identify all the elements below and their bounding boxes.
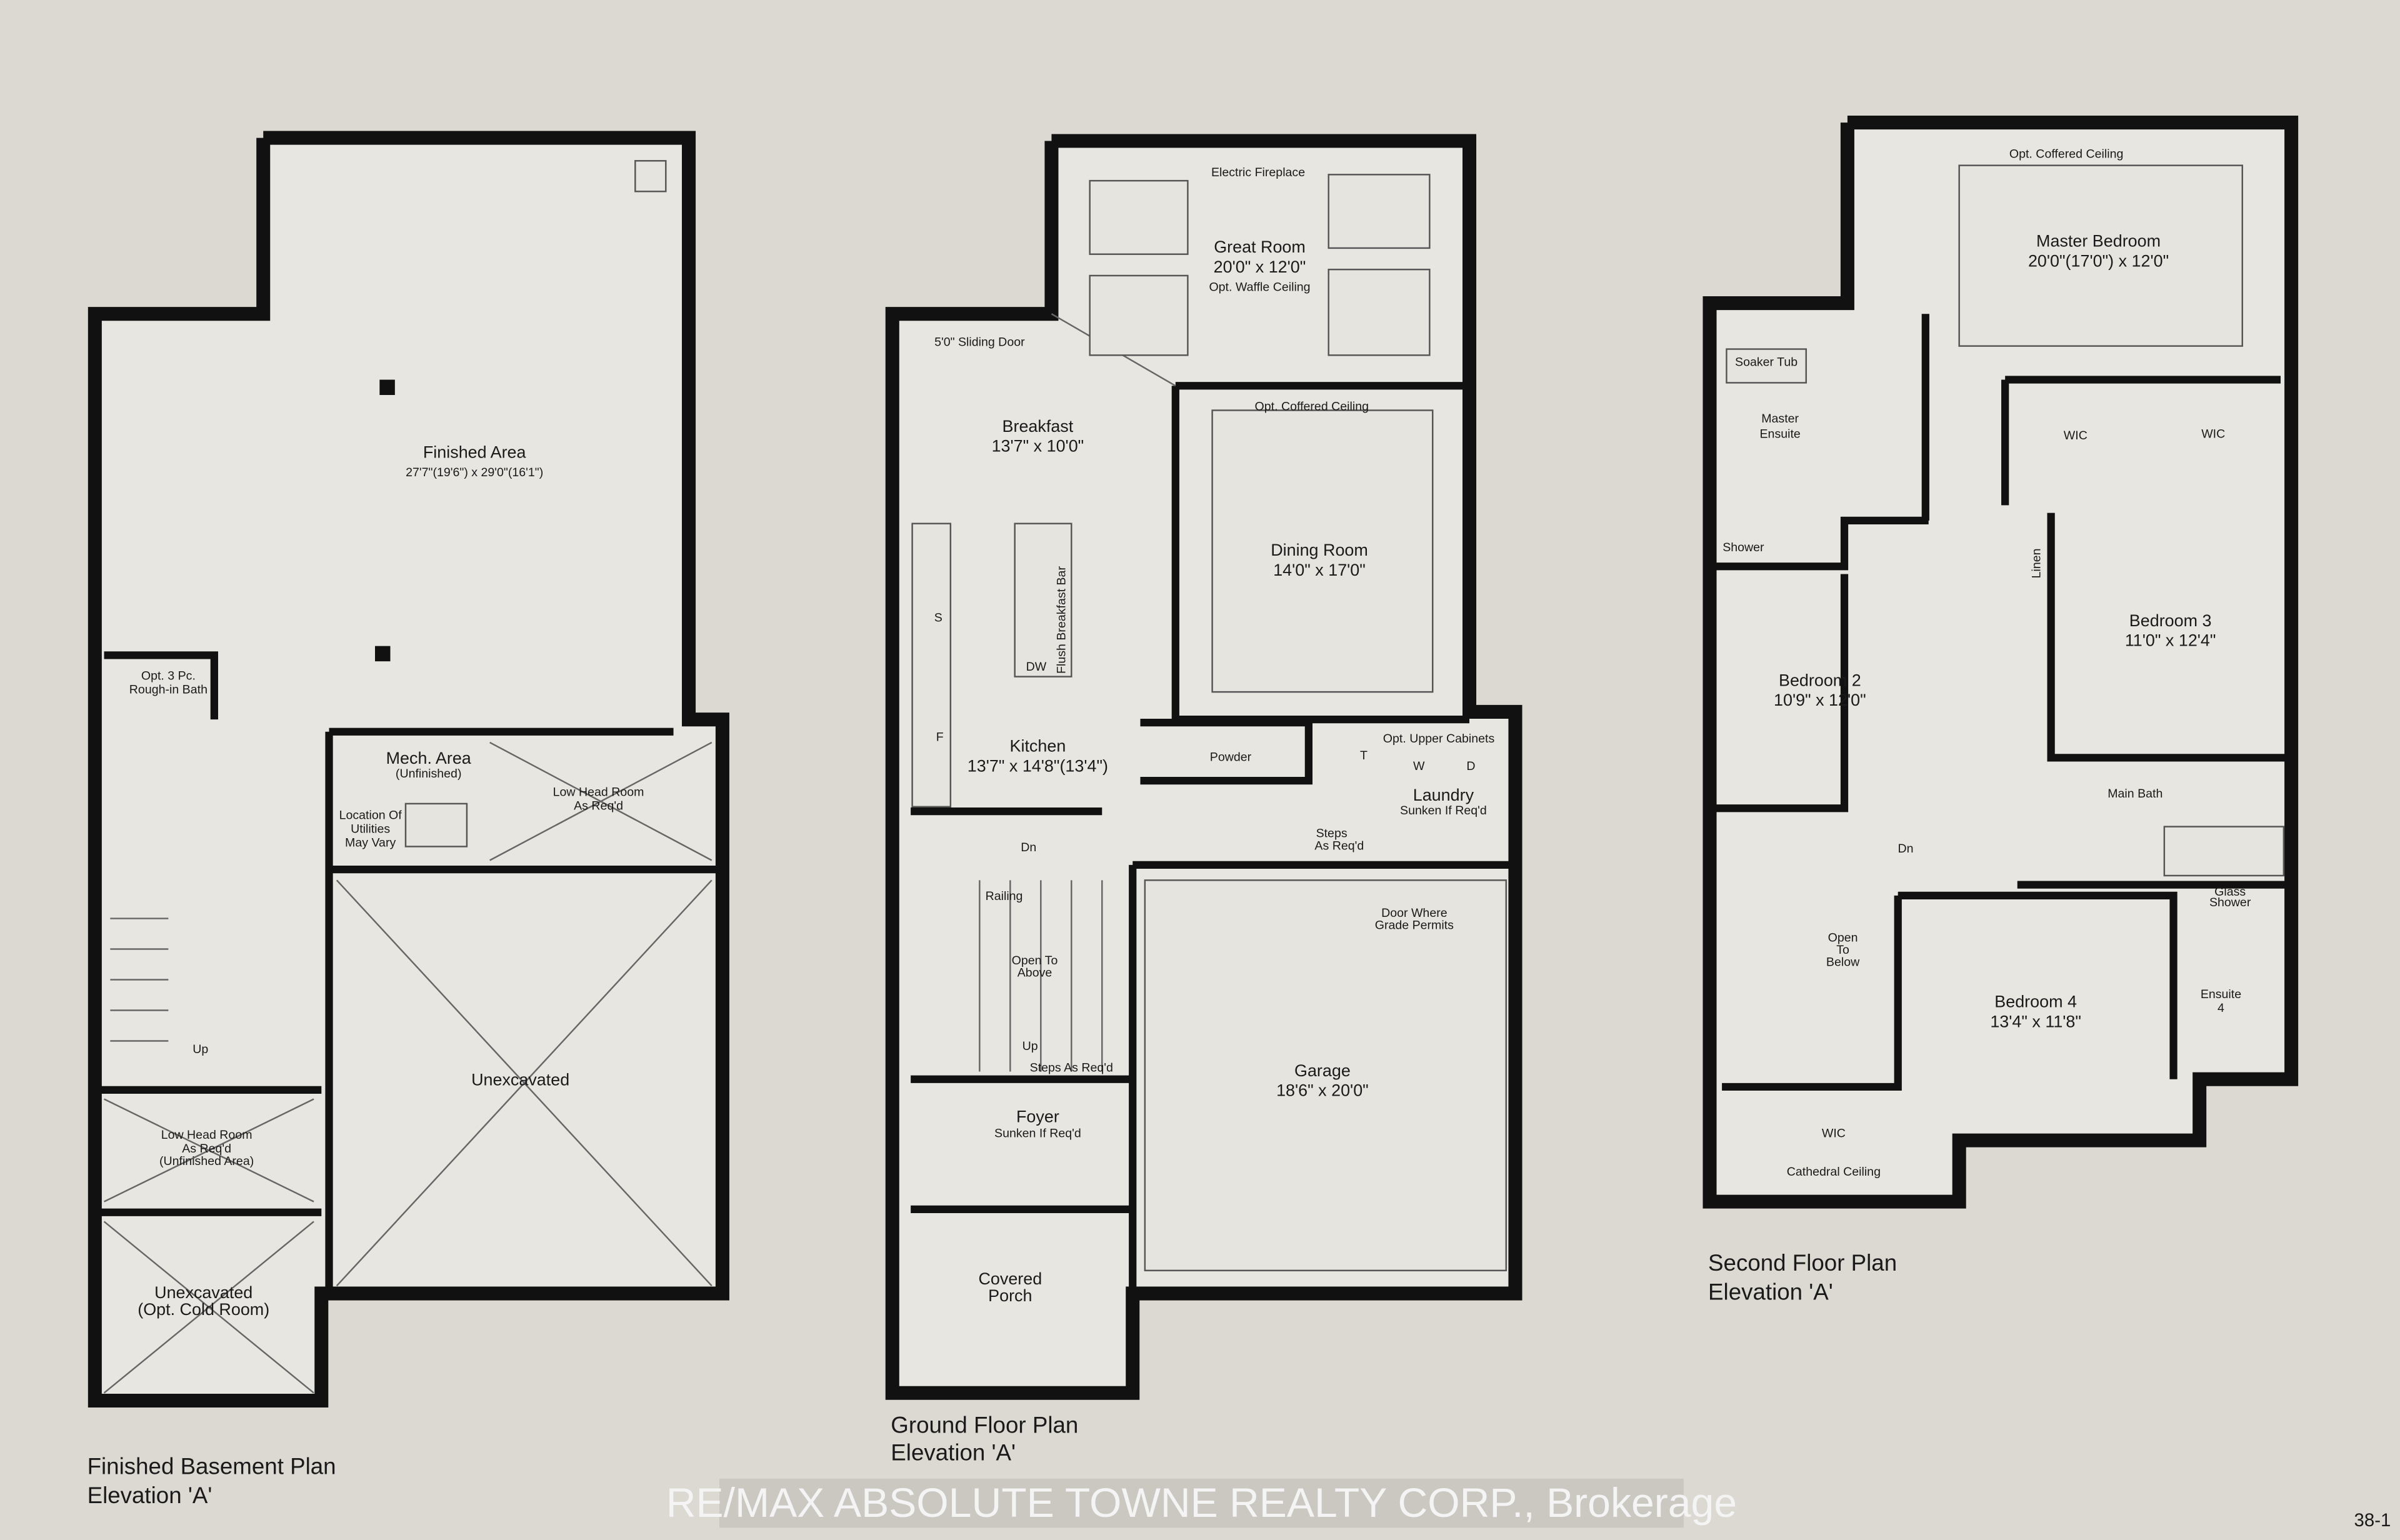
washer-label: W [1413,759,1425,773]
cold-room-sub: (Opt. Cold Room) [138,1300,269,1319]
low-head-b-sub: As Req'd [182,1142,231,1156]
ensuite-4-label: Ensuite [2201,988,2241,1001]
page-number: 38-1 [2354,1510,2391,1531]
unexcavated-label: Unexcavated [471,1070,569,1089]
low-head-b-sub2: (Unfinished Area) [159,1154,254,1168]
master-bedroom-label: Master Bedroom [2036,231,2161,250]
open-below-label: Open [1828,931,1858,944]
glass-shower-sub: Shower [2209,896,2251,909]
dining-room-dimensions: 14'0" x 17'0" [1273,561,1366,579]
great-room-dimensions: 20'0" x 12'0" [1214,258,1306,276]
second-plan-elevation: Elevation 'A' [1708,1279,1833,1304]
low-head-label: Low Head Room [553,786,644,799]
shower-label: Shower [1722,541,1764,554]
fridge-label: F [936,730,944,744]
coffered-ceiling-note: Opt. Coffered Ceiling [2009,147,2123,161]
master-ensuite-sub: Ensuite [1760,428,1801,441]
garage-label: Garage [1294,1061,1351,1080]
foyer-sub: Sunken If Req'd [994,1127,1081,1141]
ground-plan-elevation: Elevation 'A' [891,1439,1016,1465]
powder-label: Powder [1210,750,1252,764]
main-bath-label: Main Bath [2108,787,2162,801]
cold-room-label: Unexcavated [154,1283,252,1302]
coffered-ceiling-note: Opt. Coffered Ceiling [1255,399,1369,413]
laundry-label: Laundry [1413,786,1474,804]
bedroom-4-label: Bedroom 4 [1994,992,2077,1011]
basement-finished-area-label: Finished Area [423,442,526,461]
door-note-2: Grade Permits [1375,919,1454,932]
soaker-tub-label: Soaker Tub [1735,355,1798,369]
porch-label: Covered [978,1269,1042,1288]
open-above-label: Open To [1012,954,1058,968]
mech-area-sub: (Unfinished) [396,767,462,781]
bedroom-2-label: Bedroom 2 [1779,671,1861,689]
steps-label: Steps [1316,827,1348,841]
ensuite-4-sub: 4 [2218,1001,2224,1015]
bedroom-2-dimensions: 10'9" x 12'0" [1774,691,1866,709]
utilities-note-3: May Vary [345,836,396,849]
wic-label-2: WIC [2201,428,2225,441]
mech-area-label: Mech. Area [386,749,471,768]
basement-plan-elevation: Elevation 'A' [88,1482,212,1508]
bath-label: Opt. 3 Pc. [141,669,196,683]
waffle-ceiling-note: Opt. Waffle Ceiling [1209,280,1310,294]
master-bedroom-dimensions: 20'0"(17'0") x 12'0" [2028,251,2169,270]
basement-exterior-wall [88,131,729,1408]
foyer-steps-note: Steps As Req'd [1030,1061,1113,1074]
dining-room-label: Dining Room [1271,541,1368,559]
steps-sub: As Req'd [1314,839,1364,852]
ground-floor-plan: Electric Fireplace Great Room 20'0" x 12… [885,134,1522,1465]
stairs-up-label: Up [192,1042,208,1056]
brokerage-watermark: RE/MAX ABSOLUTE TOWNE REALTY CORP., Brok… [666,1480,1737,1526]
open-above-sub: Above [1018,966,1052,980]
kitchen-dimensions: 13'7" x 14'8"(13'4") [968,756,1108,775]
basement-plan: Finished Area 27'7"(19'6") x 29'0"(16'1"… [88,131,729,1508]
railing-label: Railing [986,889,1023,903]
sink-label: S [934,611,942,624]
porch-sub: Porch [988,1286,1032,1305]
basement-plan-title: Finished Basement Plan [88,1454,336,1479]
tub-label: T [1360,749,1368,762]
foyer-label: Foyer [1016,1107,1059,1126]
garage-dimensions: 18'6" x 20'0" [1276,1081,1369,1100]
master-ensuite-label: Master [1761,412,1799,426]
bedroom-3-label: Bedroom 3 [2129,611,2212,630]
wic-label-3: WIC [1822,1127,1846,1141]
wic-label: WIC [2064,429,2088,442]
linen-label: Linen [2029,548,2043,578]
basement-finished-area-dimensions: 27'7"(19'6") x 29'0"(16'1") [406,466,543,479]
open-below-sub: To [1836,943,1849,957]
bath-label-2: Rough-in Bath [129,683,208,697]
kitchen-label: Kitchen [1010,737,1066,756]
breakfast-bar-label: Flush Breakfast Bar [1054,566,1068,674]
upper-cabinets-note: Opt. Upper Cabinets [1383,732,1495,746]
bedroom-4-dimensions: 13'4" x 11'8" [1990,1012,2081,1031]
low-head-b-label: Low Head Room [161,1128,252,1142]
dishwasher-label: DW [1026,660,1047,674]
laundry-sub: Sunken If Req'd [1400,804,1487,818]
watermark-band [719,1478,1684,1528]
utilities-note-1: Location Of [339,808,402,822]
stairs-down-label: Dn [1021,841,1036,854]
utilities-note-2: Utilities [351,822,390,836]
stairs-up-label: Up [1022,1039,1038,1053]
breakfast-dimensions: 13'7" x 10'0" [992,437,1084,456]
second-floor-plan: Opt. Coffered Ceiling Master Bedroom 20'… [1702,116,2299,1304]
stairs-down-label: Dn [1898,842,1913,856]
door-note: Door Where [1381,906,1448,920]
ground-plan-title: Ground Floor Plan [891,1412,1078,1438]
cathedral-ceiling-note: Cathedral Ceiling [1787,1165,1881,1179]
bedroom-3-dimensions: 11'0" x 12'4" [2125,631,2216,650]
open-below-sub-2: Below [1826,955,1860,969]
breakfast-label: Breakfast [1002,417,1074,436]
dryer-label: D [1466,759,1475,773]
great-room-label: Great Room [1214,238,1306,256]
fireplace-label: Electric Fireplace [1211,166,1305,179]
glass-shower-label: Glass [2214,885,2246,899]
sliding-door-label: 5'0" Sliding Door [934,336,1025,349]
second-plan-title: Second Floor Plan [1708,1250,1897,1276]
low-head-sub: As Req'd [574,799,623,813]
